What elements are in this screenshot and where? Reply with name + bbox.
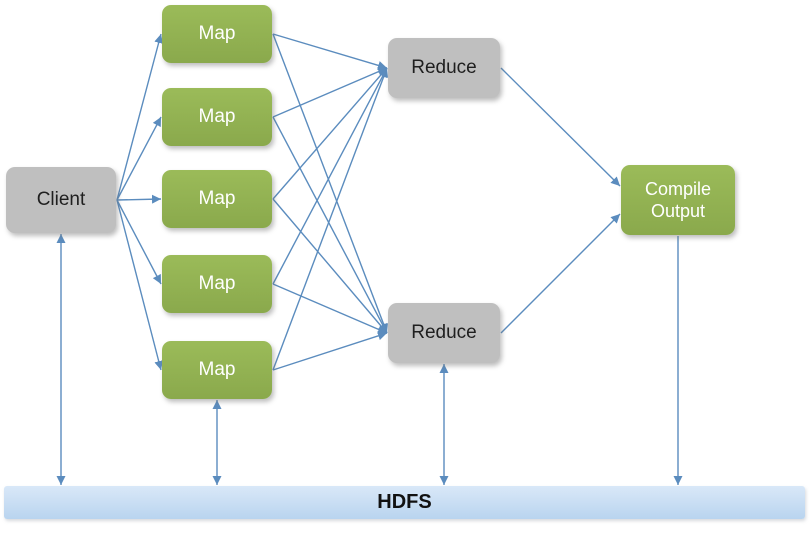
- reduce-node-2: Reduce: [388, 303, 500, 363]
- map-node-3: Map: [162, 170, 272, 228]
- edge-reduce-node-1-to-compile-output-node: [500, 67, 621, 187]
- map-node-5: Map: [162, 341, 272, 399]
- edge-map-node-3-to-reduce-node-2: [272, 198, 388, 334]
- edge-client-node-to-map-node-1: [116, 33, 164, 201]
- map-node-4: Map: [162, 255, 272, 313]
- edge-map-node-5-to-reduce-node-2: [272, 331, 388, 371]
- edge-client-node-to-map-node-4: [116, 199, 162, 285]
- hdfs-bar: HDFS: [4, 486, 805, 519]
- edge-map-node-2-to-reduce-node-2: [272, 116, 388, 334]
- reduce-node-1: Reduce: [388, 38, 500, 98]
- client-node: Client: [6, 167, 116, 233]
- edge-client-node-to-map-node-3: [116, 194, 162, 204]
- compile-output-node: Compile Output: [621, 165, 735, 235]
- edge-map-node-2-to-reduce-node-1: [272, 67, 388, 118]
- edge-map-node-1-to-reduce-node-2: [272, 33, 388, 334]
- map-node-1: Map: [162, 5, 272, 63]
- edge-map-node-3-to-reduce-node-1: [272, 67, 388, 200]
- edge-reduce-node-2-to-compile-output-node: [500, 213, 621, 334]
- edge-map-node-5-to-reduce-node-1: [272, 67, 389, 371]
- edge-client-node-to-map-node-2: [116, 116, 162, 201]
- edge-client-node-to-map-node-5: [116, 199, 164, 371]
- edge-map-node-4-to-reduce-node-2: [272, 283, 388, 334]
- map-node-2: Map: [162, 88, 272, 146]
- edge-map-node-1-to-reduce-node-1: [272, 33, 388, 70]
- edge-map-node-4-to-reduce-node-1: [272, 67, 388, 285]
